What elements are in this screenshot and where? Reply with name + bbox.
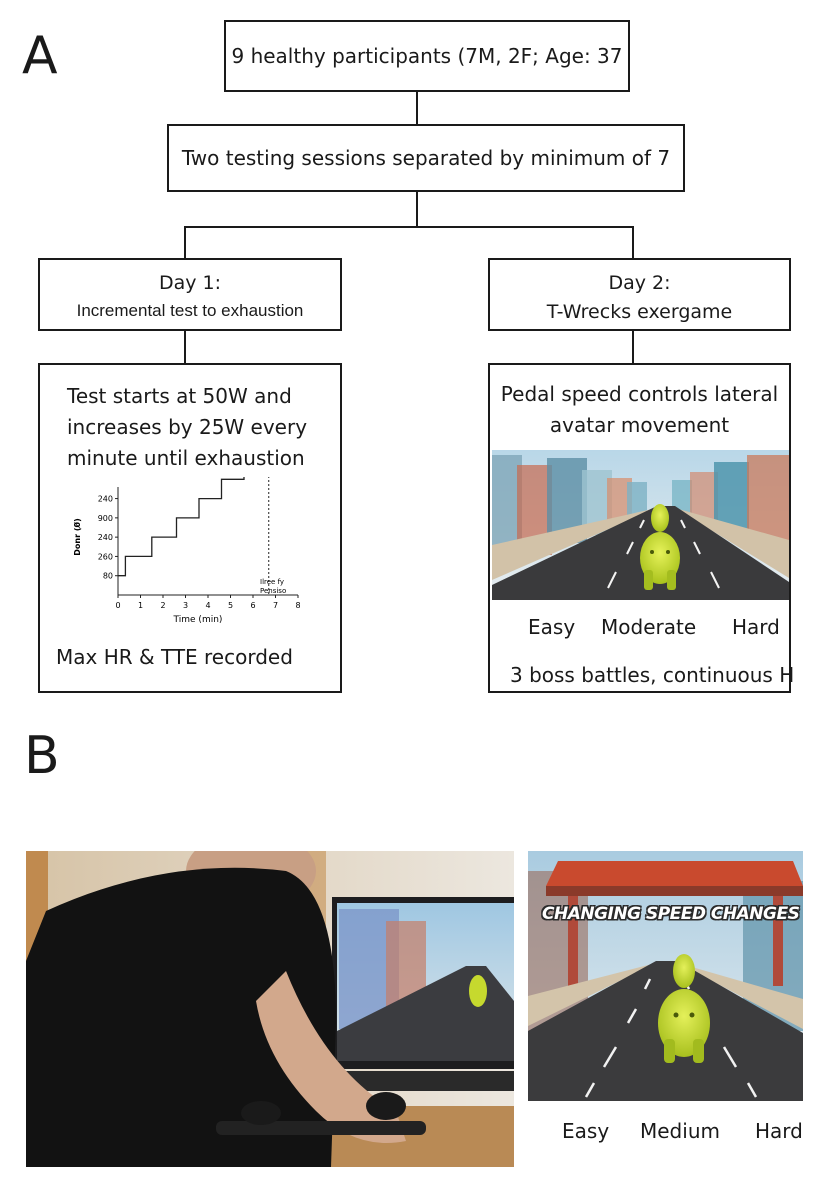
game-banner-text: CHANGING SPEED CHANGES LAN bbox=[542, 904, 803, 924]
game-screenshot-b: CHANGING SPEED CHANGES LAN bbox=[528, 851, 803, 1101]
day1-box: Day 1: Incremental test to exhaustion bbox=[38, 258, 342, 331]
chart-x-tick-label: 0 bbox=[115, 601, 120, 610]
day2-subtitle: T-Wrecks exergame bbox=[546, 301, 733, 323]
chart-x-tick-label: 7 bbox=[273, 601, 278, 610]
exhaustion-annotation: Pensiso bbox=[260, 587, 286, 595]
game-screenshot bbox=[492, 450, 789, 600]
level-label-hard-b: Hard bbox=[755, 1119, 803, 1143]
incremental-test-chart: 80 260 240 900 240 0 1 2 3 4 5 6 7 8 Ilree fy Pensis… bbox=[73, 477, 300, 625]
level-label-medium-b: Medium bbox=[640, 1119, 720, 1143]
dino-avatar bbox=[658, 954, 710, 1063]
chart-y-tick-label: 260 bbox=[98, 552, 113, 561]
chart-x-tick-label: 6 bbox=[250, 601, 255, 610]
chart-x-tick-label: 5 bbox=[228, 601, 233, 610]
chart-y-label: Donr (0̸) bbox=[73, 518, 82, 555]
connector-line bbox=[184, 226, 186, 259]
panel-a-letter: A bbox=[22, 26, 58, 86]
day2-footer: 3 boss battles, continuous H bbox=[510, 663, 795, 687]
connector-line bbox=[184, 226, 634, 228]
chart-y-tick-label: 80 bbox=[103, 572, 113, 581]
connector-line bbox=[416, 192, 418, 227]
connector-line bbox=[416, 92, 418, 126]
day1-description: Test starts at 50W and increases by 25W … bbox=[67, 384, 308, 470]
day1-title: Day 1: bbox=[158, 272, 222, 294]
sessions-text: Two testing sessions separated by minimu… bbox=[181, 146, 671, 170]
chart-y-tick-label: 240 bbox=[98, 495, 113, 504]
participant-photo-image bbox=[26, 851, 514, 1167]
chart-x-tick-label: 2 bbox=[160, 601, 165, 610]
participants-text: 9 healthy participants (7M, 2F; Age: 37 bbox=[231, 44, 623, 68]
day1-detail-box: Test starts at 50W and increases by 25W … bbox=[38, 363, 342, 693]
chart-x-tick-label: 3 bbox=[183, 601, 188, 610]
connector-line bbox=[632, 331, 634, 364]
chart-y-tick-label: 900 bbox=[98, 514, 113, 523]
chart-y-tick-label: 240 bbox=[98, 533, 113, 542]
exhaustion-annotation: Ilree fy bbox=[260, 578, 284, 586]
chart-x-tick-label: 8 bbox=[295, 601, 300, 610]
day2-description: Pedal speed controls lateral avatar move… bbox=[500, 382, 779, 437]
level-label-moderate: Moderate bbox=[601, 615, 697, 639]
participant-photo bbox=[26, 851, 514, 1167]
chart-x-tick-label: 1 bbox=[138, 601, 143, 610]
day2-title: Day 2: bbox=[608, 272, 671, 294]
level-label-easy-b: Easy bbox=[562, 1119, 610, 1143]
panel-b-letter: B bbox=[24, 726, 60, 786]
level-label-easy: Easy bbox=[528, 615, 576, 639]
dino-avatar bbox=[640, 504, 680, 590]
game-scene-image bbox=[492, 450, 789, 600]
chart-x-tick-label: 4 bbox=[205, 601, 210, 610]
participants-box: 9 healthy participants (7M, 2F; Age: 37 bbox=[224, 20, 630, 92]
chart-x-label: Time (min) bbox=[173, 615, 223, 625]
connector-line bbox=[184, 331, 186, 364]
day1-footer: Max HR & TTE recorded bbox=[56, 645, 293, 669]
game-scene-image-b bbox=[528, 851, 803, 1101]
level-label-hard: Hard bbox=[732, 615, 780, 639]
sessions-box: Two testing sessions separated by minimu… bbox=[167, 124, 685, 192]
power-step-series bbox=[118, 477, 245, 577]
connector-line bbox=[632, 226, 634, 259]
day2-box: Day 2: T-Wrecks exergame bbox=[488, 258, 791, 331]
day2-detail-box: Pedal speed controls lateral avatar move… bbox=[488, 363, 795, 693]
day1-subtitle: Incremental test to exhaustion bbox=[76, 301, 304, 320]
